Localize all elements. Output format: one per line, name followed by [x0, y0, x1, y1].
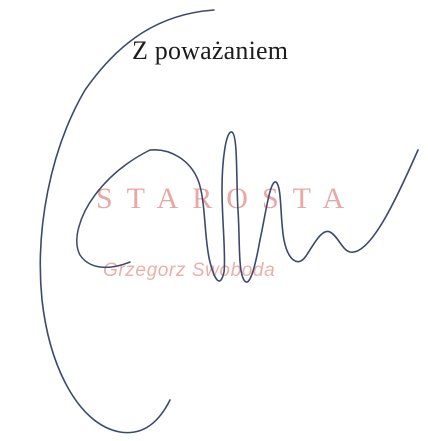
stamp-name: Grzegorz Swoboda — [103, 260, 276, 281]
stamp-title: STAROSTA — [96, 182, 359, 215]
signature-stroke — [76, 149, 151, 269]
closing-phrase: Z poważaniem — [132, 36, 289, 65]
signature-stroke — [149, 131, 419, 283]
signature-stroke — [39, 9, 215, 434]
